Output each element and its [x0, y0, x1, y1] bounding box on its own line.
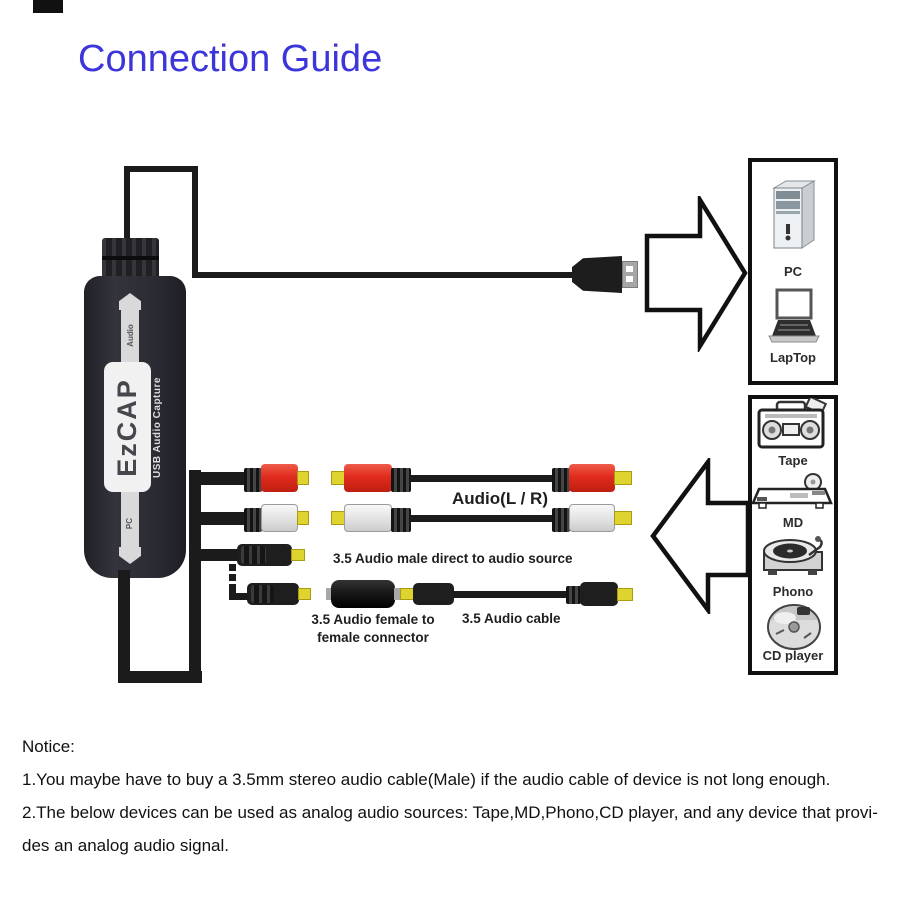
usb-cable-segment — [192, 166, 198, 278]
cd-player-label: CD player — [762, 648, 824, 663]
rca-red-male-left — [261, 464, 298, 492]
rca-red-tip — [331, 471, 345, 485]
audio-lr-label: Audio(L / R) — [452, 489, 548, 508]
aux-plug-tip — [291, 549, 305, 561]
device-stripe-arrow-up — [119, 293, 141, 310]
phono-label: Phono — [772, 584, 814, 599]
rca-red-tip — [614, 471, 632, 485]
dotted-link — [229, 564, 236, 571]
usb-plug-icon — [572, 256, 622, 293]
device-audio-port-label: Audio — [125, 323, 135, 347]
rca-white-tip — [331, 511, 345, 525]
device-brand: EzCAP — [112, 377, 143, 477]
notice-line: 2.The below devices can be used as analo… — [22, 803, 878, 822]
device-usb-connector — [102, 238, 159, 280]
tape-deck-icon — [757, 398, 828, 449]
audio-trunk-segment — [118, 671, 202, 683]
aux-cable-label: 3.5 Audio cable — [462, 611, 561, 626]
laptop-label: LapTop — [770, 350, 816, 365]
rca-white-male-right — [344, 504, 392, 532]
rca-strain-relief — [391, 468, 411, 492]
rca-strain-relief — [244, 468, 262, 492]
aux-plug-tip — [400, 588, 414, 600]
tape-label: Tape — [778, 453, 808, 468]
aux-cable — [452, 591, 570, 598]
usb-cable-segment — [124, 166, 130, 244]
notice-heading: Notice: — [22, 737, 75, 756]
aux2-elbow — [229, 593, 253, 600]
arrow-from-sources — [650, 458, 751, 614]
md-player-icon — [751, 473, 833, 509]
rca-white-stub — [199, 512, 245, 525]
aux-stub — [199, 549, 239, 561]
desktop-pc-icon — [772, 180, 816, 249]
device-name-plate — [104, 362, 151, 492]
female-coupler-label: 3.5 Audio female to female connector — [306, 611, 440, 647]
rca-strain-relief — [552, 468, 570, 492]
aux-strain-relief — [566, 586, 581, 604]
laptop-icon — [768, 288, 820, 343]
device-stripe — [121, 309, 139, 364]
notice-line: 1.You maybe have to buy a 3.5mm stereo a… — [22, 770, 831, 789]
rca-white-male-left — [261, 504, 298, 532]
notice-line: des an analog audio signal. — [22, 836, 229, 855]
rca-red-male-end — [569, 464, 615, 492]
device-pc-port-label: PC — [125, 517, 135, 529]
rca-red-male-right — [344, 464, 392, 492]
device-stripe-arrow-down — [119, 547, 141, 564]
aux-plug-tip — [617, 588, 633, 601]
md-label: MD — [782, 515, 804, 530]
rca-white-cable — [410, 515, 554, 522]
corner-artifact — [33, 0, 63, 13]
rca-strain-relief — [552, 508, 570, 532]
audio-trunk-segment — [118, 570, 130, 682]
cd-player-icon — [767, 604, 821, 650]
rca-red-tip — [297, 471, 309, 485]
female-coupler-label-line1: 3.5 Audio female to — [311, 612, 435, 627]
dotted-link — [229, 584, 236, 591]
audio-trunk-segment — [189, 470, 201, 683]
aux-male-plug — [580, 582, 618, 606]
notice-block: Notice: 1.You maybe have to buy a 3.5mm … — [22, 730, 894, 862]
rca-white-male-end — [569, 504, 615, 532]
pc-label: PC — [783, 264, 803, 279]
usb-cable-segment — [192, 272, 576, 278]
rca-red-cable — [410, 475, 554, 482]
aux-male-plug — [413, 583, 454, 605]
page-title: Connection Guide — [78, 38, 383, 80]
turntable-icon — [763, 536, 823, 575]
female-female-coupler — [331, 580, 395, 608]
rca-strain-relief — [391, 508, 411, 532]
coupler-nub — [394, 588, 400, 600]
aux-male-plug — [237, 544, 292, 566]
device-product-name: USB Audio Capture — [151, 376, 163, 478]
usb-plug-metal — [622, 261, 638, 288]
rca-white-tip — [297, 511, 309, 525]
coupler-nub — [326, 588, 332, 600]
aux-male-label: 3.5 Audio male direct to audio source — [333, 551, 573, 566]
dotted-link — [229, 574, 236, 581]
aux-plug-tip — [298, 588, 311, 600]
usb-cable-segment — [124, 166, 198, 172]
aux-male-plug — [247, 583, 299, 605]
device-stripe — [121, 492, 139, 548]
rca-strain-relief — [244, 508, 262, 532]
rca-red-stub — [199, 472, 245, 485]
rca-white-tip — [614, 511, 632, 525]
female-coupler-label-line2: female connector — [317, 630, 429, 645]
arrow-to-pc — [644, 196, 748, 352]
